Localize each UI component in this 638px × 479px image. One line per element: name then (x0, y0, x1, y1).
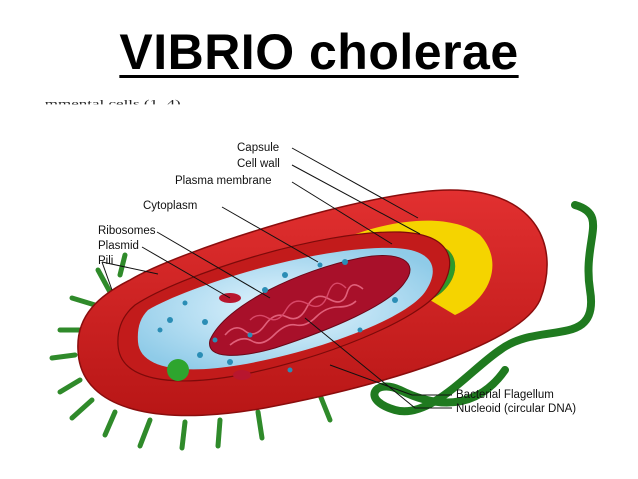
cell-wall-leader (291, 164, 421, 235)
plasmid-leader (141, 246, 231, 299)
ribosomes-leader (156, 231, 271, 299)
label-plasma-membrane: Plasma membrane (175, 175, 272, 187)
label-ribosomes: Ribosomes (98, 225, 156, 237)
label-cell-wall: Cell wall (237, 158, 280, 170)
cropped-caption: ...mmental cells (1, 4). (32, 97, 185, 105)
label-pili: Pili (98, 255, 113, 267)
nucleoid-leader (304, 317, 452, 409)
label-plasmid: Plasmid (98, 240, 139, 252)
inclusion-granule (167, 359, 189, 381)
pili-leader-b (101, 261, 159, 275)
pili-leader-a (101, 261, 113, 291)
cytoplasm-leader (221, 206, 319, 263)
capsule-leader (291, 147, 419, 219)
label-nucleoid: Nucleoid (circular DNA) (456, 403, 576, 415)
slide-title: VIBRIO cholerae (119, 24, 519, 80)
label-capsule: Capsule (237, 142, 279, 154)
label-flagellum: Bacterial Flagellum (456, 389, 554, 401)
label-cytoplasm: Cytoplasm (143, 200, 197, 212)
flagellum-leader (329, 364, 452, 396)
pili (49, 252, 333, 451)
plasma-membrane-leader (291, 181, 393, 245)
nucleoid (209, 255, 411, 356)
ribosomes (157, 259, 398, 373)
